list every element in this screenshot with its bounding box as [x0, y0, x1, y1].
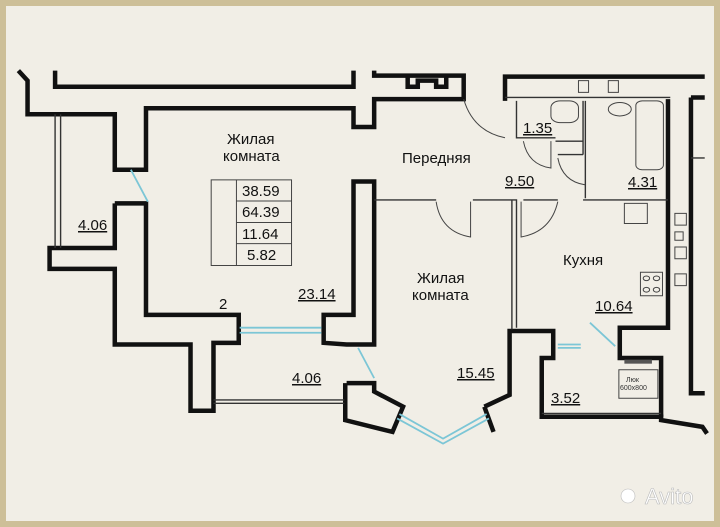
kitchen-area: 10.64 — [595, 298, 633, 315]
living-room-2-name: Жилая — [417, 270, 464, 287]
hatch-size: 600х800 — [620, 385, 647, 392]
balcony-left-area: 4.06 — [78, 217, 107, 234]
kitchen-sink-icon — [624, 203, 647, 223]
hatch-icon — [619, 370, 658, 399]
windows — [131, 170, 615, 444]
summary-table: 2 38.59 64.39 11.64 5.82 — [219, 183, 280, 313]
stove-icon — [640, 272, 662, 296]
living-room-1-area: 23.14 — [298, 286, 336, 303]
bathroom-area: 4.31 — [628, 174, 657, 191]
table-value: 11.64 — [242, 226, 278, 243]
living-room-2-name: комната — [412, 287, 469, 304]
bathtub-icon — [636, 101, 664, 170]
fixtures — [551, 81, 686, 399]
table-value: 38.59 — [242, 183, 280, 200]
floor-plan-frame — [6, 6, 714, 521]
hatch-label: Люк — [626, 377, 640, 384]
kitchen-name: Кухня — [563, 252, 603, 269]
balcony-bottom-area: 4.06 — [292, 370, 321, 387]
toilet-area: 1.35 — [523, 120, 552, 137]
living-room-1-name: комната — [223, 148, 280, 165]
table-value: 5.82 — [247, 247, 276, 264]
walls — [18, 71, 707, 434]
svg-text:Avito: Avito — [645, 484, 694, 509]
rooms-count: 2 — [219, 296, 227, 313]
summary-table-grid — [211, 180, 291, 266]
balcony-kitchen-area: 3.52 — [551, 390, 580, 407]
avito-logo-icon — [620, 488, 636, 504]
sink-icon — [608, 103, 631, 116]
doors — [436, 99, 585, 237]
hallway-area: 9.50 — [505, 173, 534, 190]
hallway-name: Передняя — [402, 150, 471, 167]
avito-watermark: Avito — [620, 484, 694, 509]
living-room-2-area: 15.45 — [457, 365, 495, 382]
toilet-icon — [551, 101, 579, 123]
living-room-1-name: Жилая — [227, 131, 274, 148]
partitions — [55, 97, 705, 413]
room-labels: Жилая комната 23.14 Жилая комната 15.45 … — [78, 120, 657, 407]
table-value: 64.39 — [242, 204, 280, 221]
